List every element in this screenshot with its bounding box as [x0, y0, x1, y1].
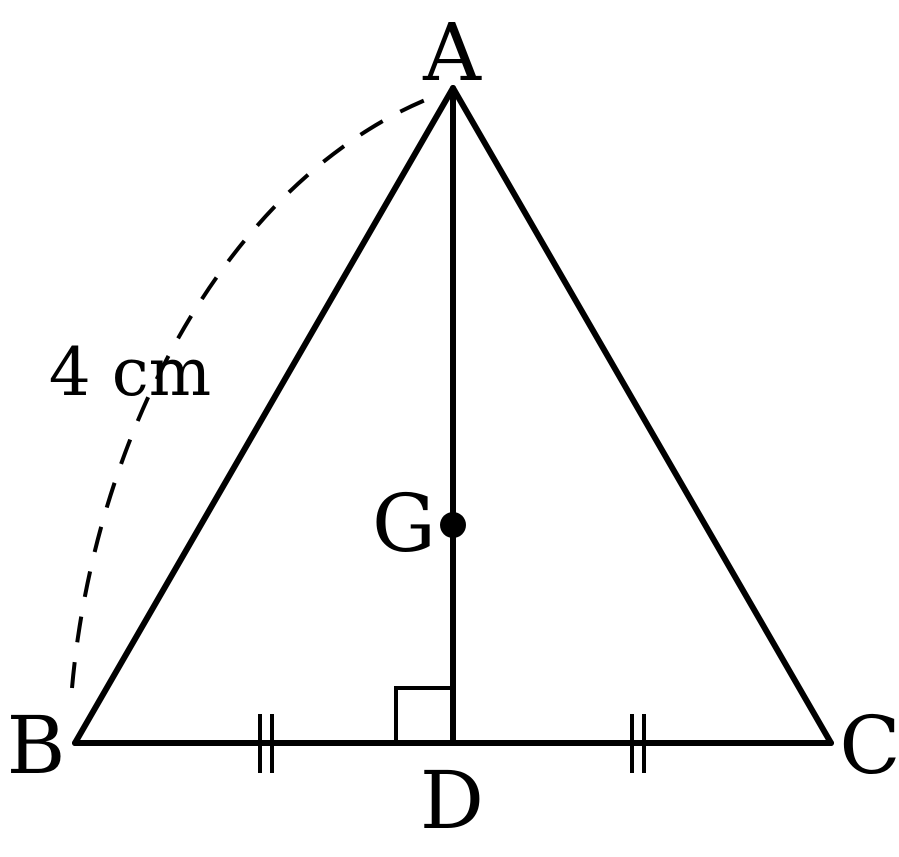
length-arc-ab [70, 96, 431, 689]
label-a: A [422, 6, 482, 99]
right-angle-marker [394, 686, 451, 743]
label-b: B [7, 699, 66, 792]
label-d: D [420, 754, 484, 847]
side-length-label: 4 cm [49, 334, 212, 411]
point-g [440, 512, 466, 538]
label-g: G [372, 477, 436, 570]
tick-marks-bd [258, 714, 274, 773]
side-ab [72, 85, 456, 746]
tick-marks-dc [630, 714, 646, 773]
label-c: C [839, 699, 899, 792]
side-ac [450, 85, 834, 746]
